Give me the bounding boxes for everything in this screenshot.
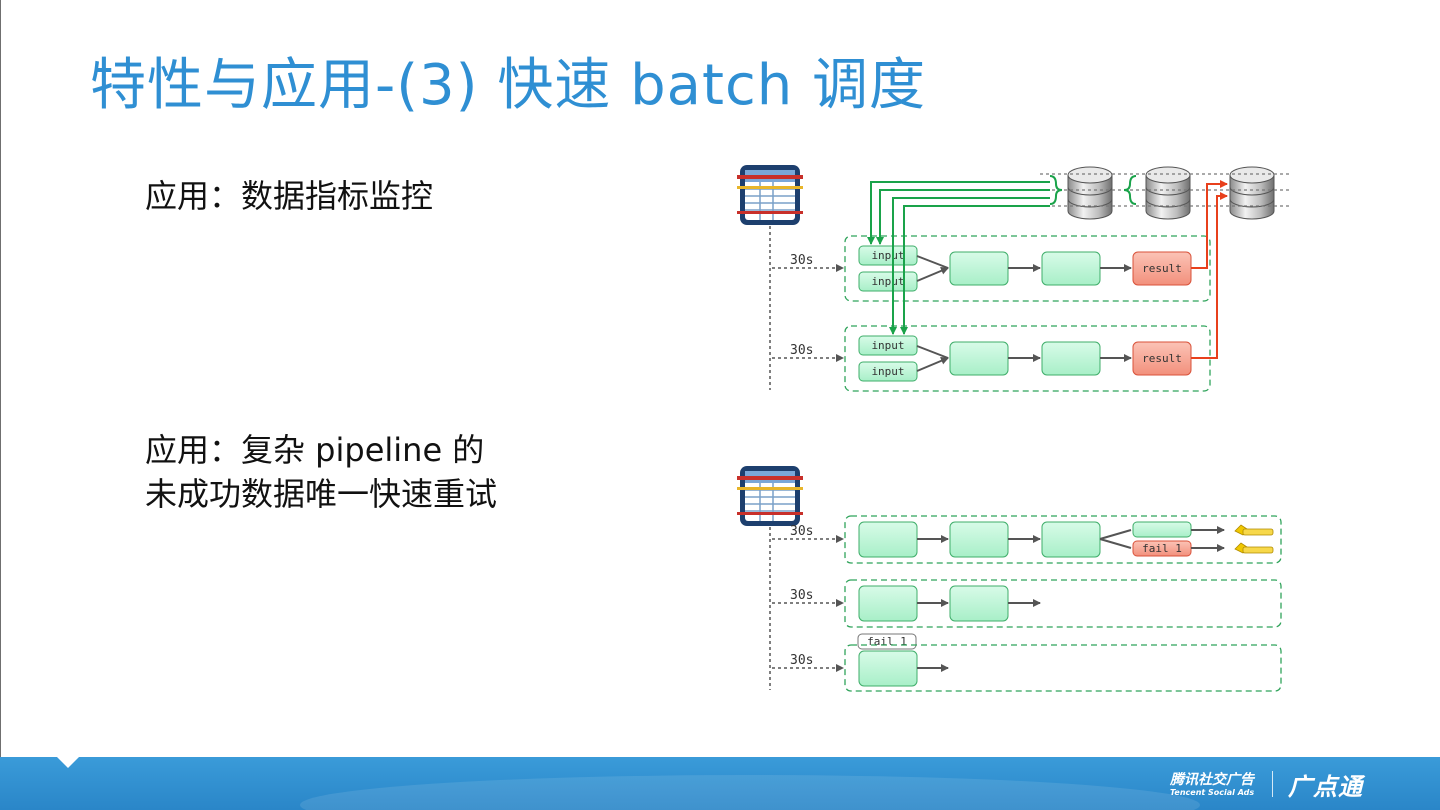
table-icon [736, 164, 804, 226]
input-box [858, 335, 918, 356]
batch-container [844, 235, 1211, 302]
brand-cn-text: 腾讯社交广告 [1170, 772, 1254, 788]
stage-box [1041, 341, 1101, 376]
fail-label: fail 1 [1142, 542, 1182, 555]
table-icon [736, 465, 804, 527]
text-block-retry: 应用：复杂 pipeline 的 未成功数据唯一快速重试 [145, 428, 497, 516]
footer-bar: 腾讯社交广告 Tencent Social Ads 广点通 [0, 757, 1440, 810]
result-label: result [1142, 262, 1182, 275]
stage-box [949, 585, 1009, 622]
fail-label: fail 1 [867, 635, 907, 648]
batch-container [844, 579, 1282, 628]
footer-wave [300, 775, 1200, 810]
sink-icon [1234, 524, 1274, 536]
brand-logo: 广点通 [1288, 773, 1363, 801]
stage-box [949, 251, 1009, 286]
stage-box [858, 585, 918, 622]
input-box [858, 245, 918, 266]
batch-container [844, 644, 1282, 692]
input-label: input [871, 275, 904, 288]
text-line: 应用：复杂 pipeline 的 [145, 431, 485, 469]
input-label: input [871, 339, 904, 352]
text-block-monitoring: 应用：数据指标监控 [145, 174, 433, 218]
interval-label: 30s [790, 253, 813, 268]
text-line: 应用：数据指标监控 [145, 177, 434, 215]
batch-container [844, 515, 1282, 564]
stage-box [858, 650, 918, 687]
input-label: input [871, 365, 904, 378]
db-icon [1145, 166, 1191, 220]
merge-arrows [916, 345, 948, 372]
interval-label: 30s [790, 653, 813, 668]
split-arrows [1099, 529, 1132, 549]
db-icon [1067, 166, 1113, 220]
stage-box [949, 341, 1009, 376]
brand-en-text: Tencent Social Ads [1170, 788, 1255, 797]
stage-box [1041, 251, 1101, 286]
brand-separator [1272, 771, 1273, 797]
footer-notch [57, 757, 79, 768]
sink-icon [1234, 542, 1274, 554]
brand-logo-area: 腾讯社交广告 Tencent Social Ads 广点通 [1140, 757, 1440, 810]
slide-title: 特性与应用-(3) 快速 batch 调度 [90, 53, 927, 118]
db-feed-lines [867, 175, 1137, 335]
input-label: input [871, 249, 904, 262]
db-icon [1229, 166, 1275, 220]
stage-box [949, 521, 1009, 558]
text-line: 未成功数据唯一快速重试 [145, 475, 498, 513]
merge-arrows [916, 255, 948, 282]
stage-box [1041, 521, 1101, 558]
interval-label: 30s [790, 524, 813, 539]
input-box [858, 271, 918, 292]
output-box [1132, 521, 1192, 538]
batch-container [844, 325, 1211, 392]
interval-label: 30s [790, 343, 813, 358]
interval-label: 30s [790, 588, 813, 603]
result-label: result [1142, 352, 1182, 365]
input-box [858, 361, 918, 382]
result-output-lines [1191, 180, 1228, 359]
slide-left-border [0, 0, 1, 810]
stage-box [858, 521, 918, 558]
